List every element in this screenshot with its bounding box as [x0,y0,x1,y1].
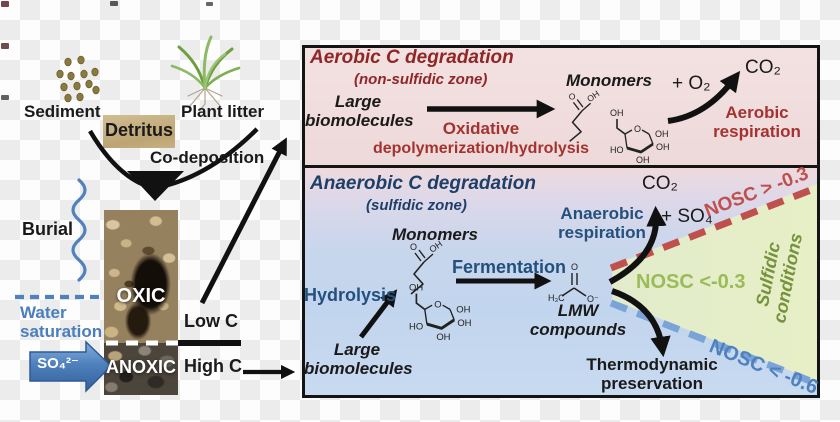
fermentation-label: Fermentation [452,257,567,277]
anaerobic-co2-label: CO₂ [642,173,678,194]
arrow-to-aerobic [199,137,287,305]
aerobic-large-biomolecules: Large biomolecules [305,92,414,131]
thermodynamic-label: Thermodynamic preservation [586,355,718,394]
sediment-label: Sediment [24,102,101,121]
oxidative-label: Oxidative [442,119,520,138]
aerobic-title: Aerobic C degradation [310,47,514,68]
burial-wave [71,178,87,282]
anaerobic-monomers-label: Monomers [392,225,478,244]
plant-litter-graphic [170,35,241,111]
depolymerization-label: depolymerization/hydrolysis [372,140,590,157]
oxic-label: OXIC [116,285,166,307]
edge-artifact [110,1,118,6]
aerobic-co2-label: CO₂ [745,57,781,78]
soil-column-photo [104,210,178,395]
burial-label: Burial [22,219,74,239]
aerobic-subtitle: (non-sulfidic zone) [354,71,488,88]
water-saturation-label: Water saturation [20,303,103,342]
anaerobic-title: Anaerobic C degradation [310,173,536,194]
plus-so4-label: + SO₄ [661,206,713,227]
nosc-mid-label: NOSC <-0.3 [636,271,746,293]
so4-label: SO₄²⁻ [37,355,79,372]
aerobic-respiration-label: Aerobic respiration [713,103,801,142]
hydrolysis-label: Hydrolysis [304,285,397,305]
plus-o2-label: + O₂ [672,73,711,94]
lmw-compounds-label: LMW compounds [529,301,627,340]
edge-artifact [1,43,9,49]
anaerobic-large-biomolecules: Large biomolecules [304,340,413,379]
anaerobic-subtitle: (sulfidic zone) [366,197,467,214]
edge-artifact [1,95,9,100]
anaerobic-respiration-label: Anaerobic respiration [558,204,646,243]
edge-artifact [1,1,9,7]
detritus-label: Detritus [104,120,173,140]
plant-litter-label: Plant litter [181,102,265,121]
aerobic-monomers-label: Monomers [566,71,652,90]
high-c-label: High C [184,356,242,376]
sediment-dots [56,55,100,103]
anoxic-label: ANOXIC [105,357,176,377]
soil-anoxic-zone [104,343,178,395]
co-deposition-label: Co-deposition [150,148,265,167]
low-c-label: Low C [184,311,238,331]
edge-artifact [206,2,213,6]
